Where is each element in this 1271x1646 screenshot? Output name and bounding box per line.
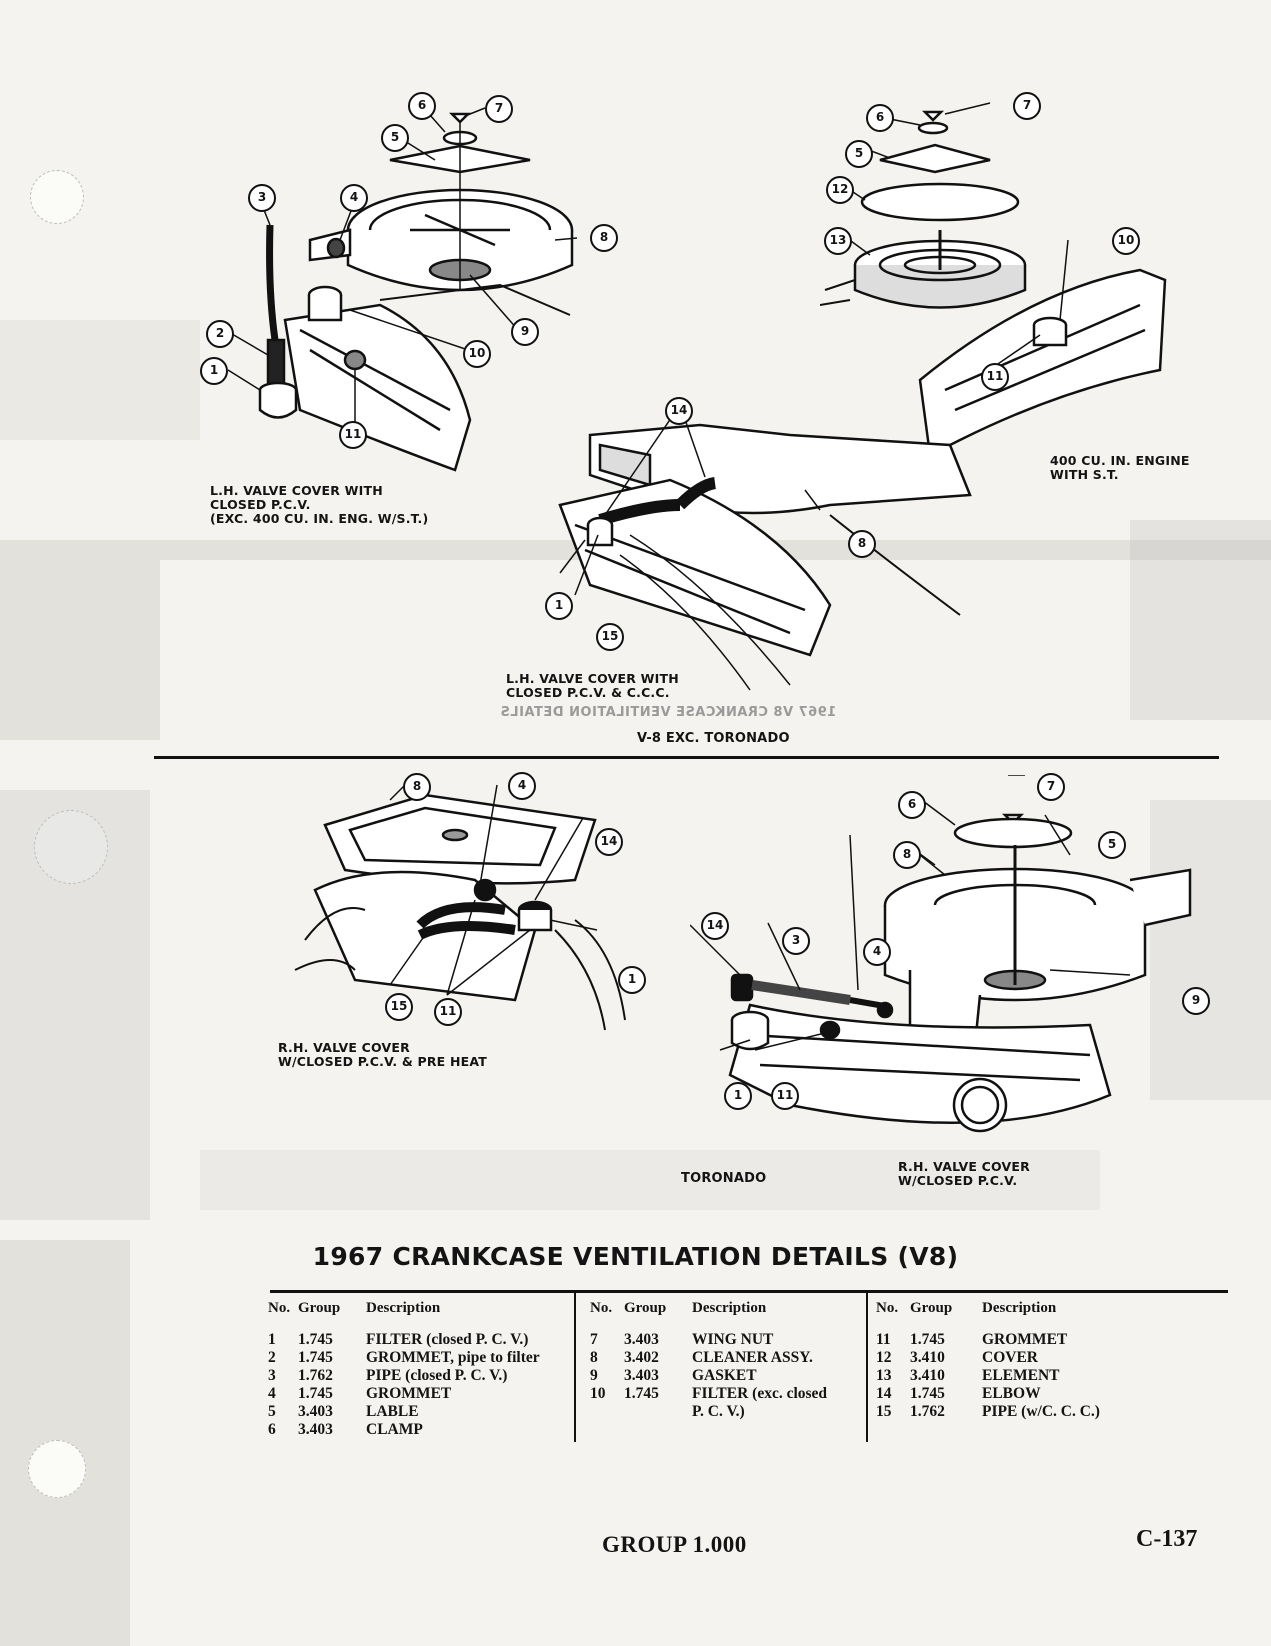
header-description: Description bbox=[692, 1300, 767, 1316]
caption-rh-valve-cover-closed-pcv: R.H. VALVE COVER W/CLOSED P.C.V. bbox=[898, 1159, 1030, 1188]
callout-11: 11 bbox=[981, 363, 1009, 391]
binder-hole-bottom bbox=[28, 1440, 86, 1498]
callout-3: 3 bbox=[782, 927, 810, 955]
callout-10: 10 bbox=[1112, 227, 1140, 255]
callout-5: 5 bbox=[845, 140, 873, 168]
page-title: 1967 CRANKCASE VENTILATION DETAILS (V8) bbox=[312, 1242, 959, 1271]
callout-8: 8 bbox=[848, 530, 876, 558]
callout-6: 6 bbox=[866, 104, 894, 132]
binder-hole-middle bbox=[34, 810, 108, 884]
diagram-rh-valve-cover-closed-pcv-pre-heat bbox=[294, 779, 626, 1031]
callout-14: 14 bbox=[701, 912, 729, 940]
callout-3: 3 bbox=[248, 184, 276, 212]
binder-hole-top bbox=[30, 170, 84, 224]
column-divider bbox=[866, 1292, 868, 1442]
caption-rh-valve-cover-closed-pcv-pre-heat: R.H. VALVE COVER W/CLOSED P.C.V. & PRE H… bbox=[278, 1040, 488, 1069]
callout-4: 4 bbox=[508, 772, 536, 800]
callout-13: 13 bbox=[824, 227, 852, 255]
footer-group-label: GROUP 1.000 bbox=[602, 1532, 747, 1557]
section-label-v8-exc-toronado: V-8 EXC. TORONADO bbox=[637, 731, 790, 746]
caption-lh-valve-cover-closed-pcv-ccc: L.H. VALVE COVER WITH CLOSED P.C.V. & C.… bbox=[506, 671, 679, 700]
caption-toronado: TORONADO bbox=[681, 1171, 767, 1186]
caption-lh-valve-cover-closed-pcv: L.H. VALVE COVER WITH CLOSED P.C.V. (EXC… bbox=[210, 483, 429, 526]
callout-9: 9 bbox=[1182, 987, 1210, 1015]
callout-8: 8 bbox=[403, 773, 431, 801]
callout-8: 8 bbox=[590, 224, 618, 252]
callout-1: 1 bbox=[200, 357, 228, 385]
callout-6: 6 bbox=[898, 791, 926, 819]
header-no: No. bbox=[590, 1300, 613, 1316]
callout-4: 4 bbox=[340, 184, 368, 212]
header-group: Group bbox=[624, 1300, 667, 1316]
column-divider bbox=[574, 1292, 576, 1442]
bleed-through-text: 1967 V8 CRANKCASE VENTILATION DETAILS bbox=[500, 705, 837, 720]
callout-7: 7 bbox=[485, 95, 513, 123]
callout-4: 4 bbox=[863, 938, 891, 966]
header-group: Group bbox=[910, 1300, 953, 1316]
callout-15: 15 bbox=[596, 623, 624, 651]
callout-15: 15 bbox=[385, 993, 413, 1021]
callout-6: 6 bbox=[408, 92, 436, 120]
callout-1: 1 bbox=[724, 1082, 752, 1110]
callout-11: 11 bbox=[434, 998, 462, 1026]
callout-10: 10 bbox=[463, 340, 491, 368]
callout-7: 7 bbox=[1013, 92, 1041, 120]
diagram-400-cu-in-engine-with-st bbox=[820, 102, 1167, 457]
table-top-rule bbox=[270, 1290, 1228, 1293]
callout-11: 11 bbox=[771, 1082, 799, 1110]
table-row: P. C. V.) bbox=[692, 1403, 745, 1420]
diagram-lh-valve-cover-closed-pcv-ccc bbox=[558, 405, 972, 691]
section-divider bbox=[154, 756, 1219, 759]
header-no: No. bbox=[876, 1300, 899, 1316]
callout-2: 2 bbox=[206, 320, 234, 348]
header-description: Description bbox=[366, 1300, 441, 1316]
callout-8: 8 bbox=[893, 841, 921, 869]
callout-1: 1 bbox=[618, 966, 646, 994]
callout-5: 5 bbox=[1098, 831, 1126, 859]
callout-5: 5 bbox=[381, 124, 409, 152]
callout-7: 7 bbox=[1037, 773, 1065, 801]
diagram-toronado-rh-valve-cover bbox=[690, 775, 1192, 1133]
callout-14: 14 bbox=[595, 828, 623, 856]
callout-1: 1 bbox=[545, 592, 573, 620]
footer-page-number: C-137 bbox=[1136, 1526, 1198, 1552]
callout-12: 12 bbox=[826, 176, 854, 204]
header-no: No. bbox=[268, 1300, 291, 1316]
callout-11: 11 bbox=[339, 421, 367, 449]
callout-9: 9 bbox=[511, 318, 539, 346]
caption-400-engine-with-st: 400 CU. IN. ENGINE WITH S.T. bbox=[1050, 453, 1190, 482]
header-group: Group bbox=[298, 1300, 341, 1316]
header-description: Description bbox=[982, 1300, 1057, 1316]
callout-14: 14 bbox=[665, 397, 693, 425]
